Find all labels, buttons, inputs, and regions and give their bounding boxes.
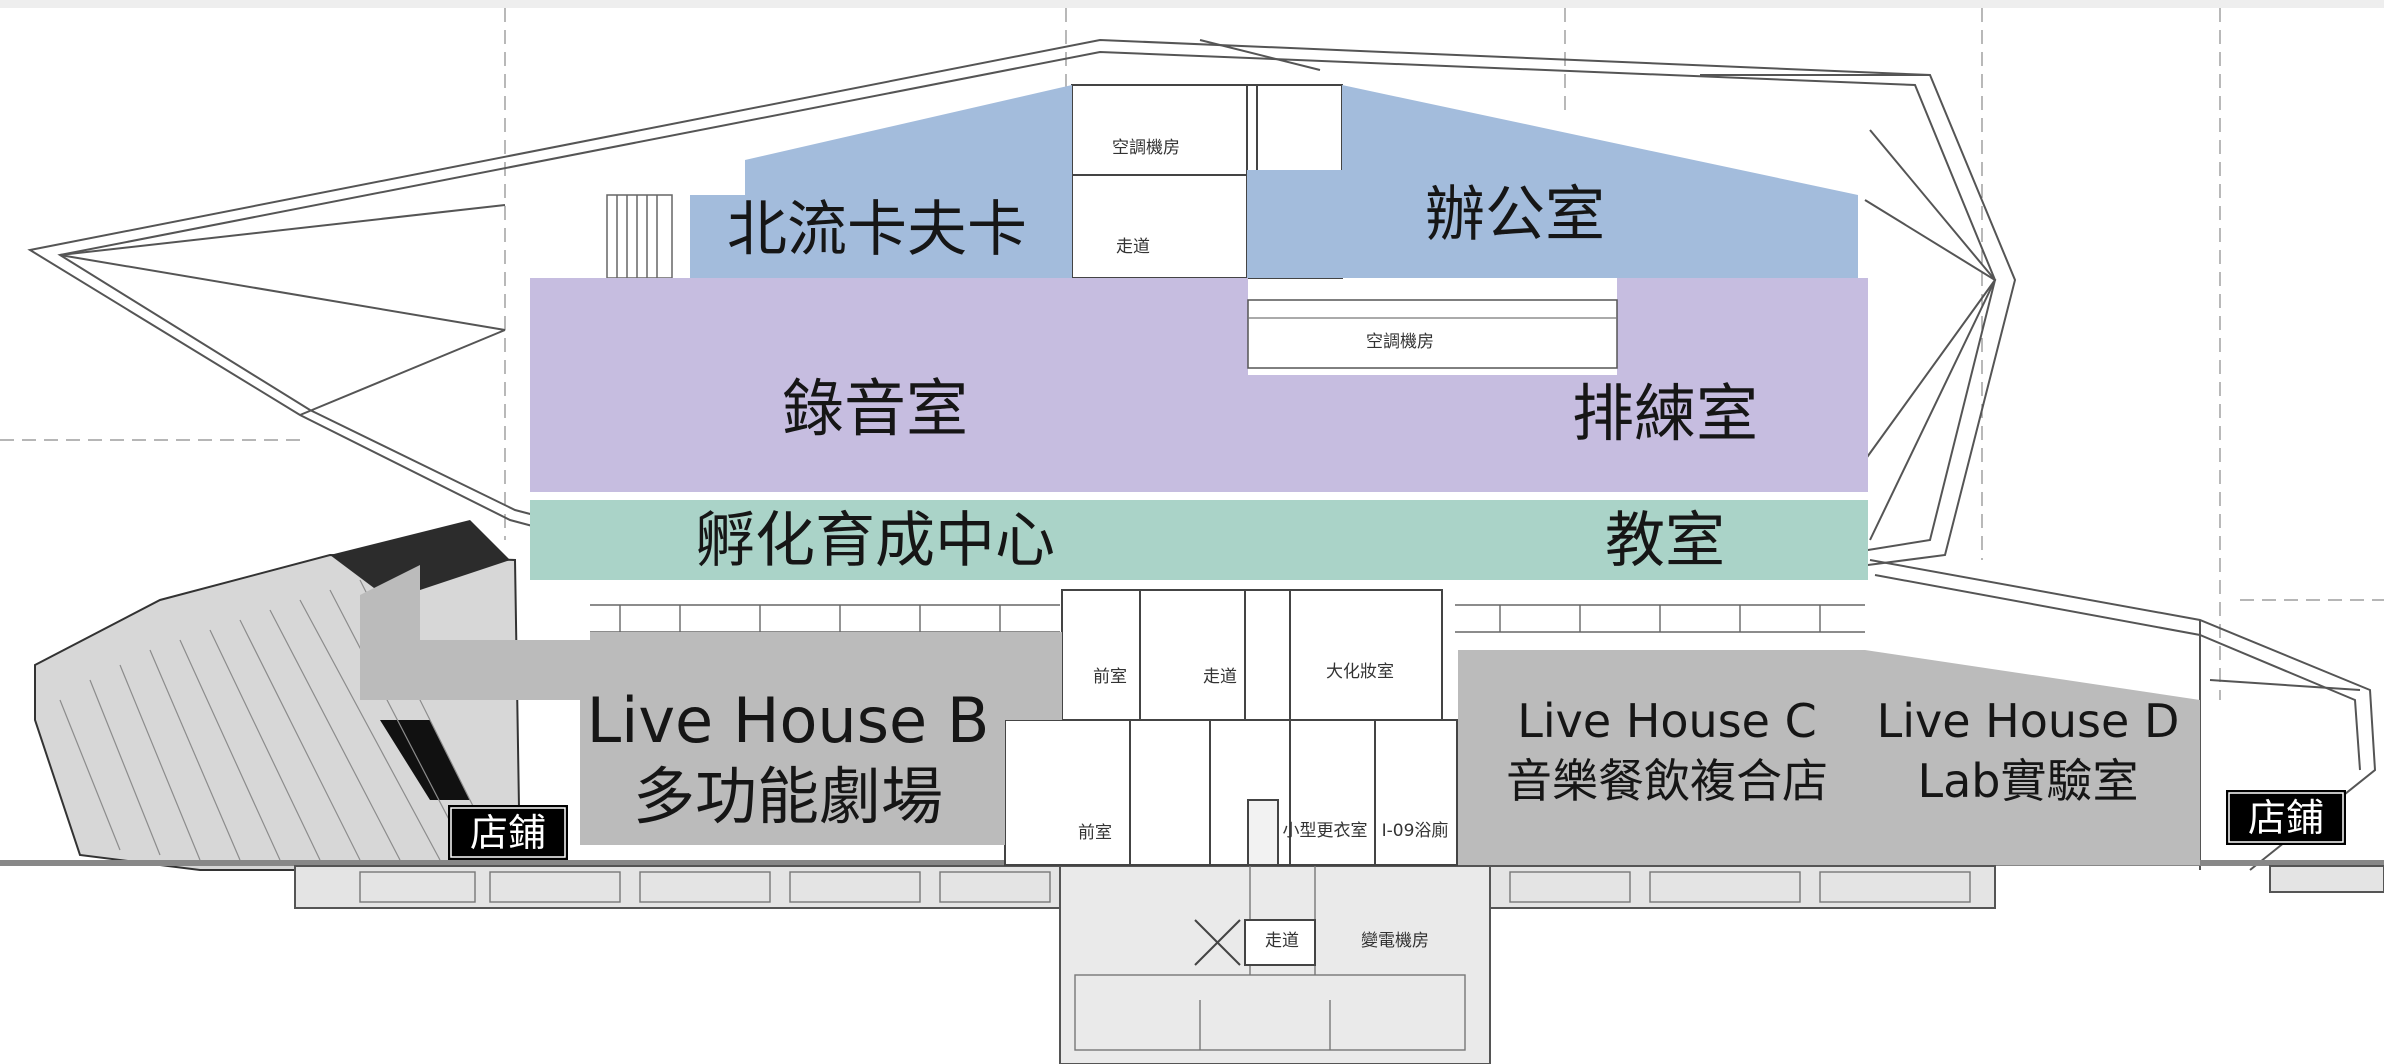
live-house-b-zone	[360, 565, 1062, 845]
shop-left-label: 店鋪	[470, 811, 546, 855]
north-flow-kafka-label: 北流卡夫卡	[727, 195, 1027, 265]
rehearsal-room-label: 排練室	[1572, 377, 1758, 450]
office-label: 辦公室	[1425, 180, 1605, 250]
shop-badge-left: 店鋪	[448, 805, 568, 860]
shop-badge-right: 店鋪	[2226, 790, 2346, 845]
large-makeup-room-label: 大化妝室	[1326, 662, 1394, 682]
live-house-b-title: Live House B	[587, 684, 990, 757]
small-dressing-room-label: 小型更衣室	[1283, 821, 1368, 841]
service-core	[1004, 589, 1458, 966]
stair-hatch	[606, 194, 673, 279]
anteroom-upper-label: 前室	[1093, 667, 1127, 687]
corridor-upper-label: 走道	[1203, 667, 1237, 687]
live-house-c-title: Live House C	[1517, 694, 1816, 748]
ac-room-mid-box	[1247, 299, 1618, 369]
classroom-label: 教室	[1605, 506, 1725, 576]
ground-and-foundation	[0, 860, 2384, 1064]
recording-room-label: 錄音室	[782, 372, 968, 445]
corridor-top-label: 走道	[1116, 237, 1150, 257]
anteroom-lower-label: 前室	[1078, 823, 1112, 843]
top-border-strip	[0, 0, 2384, 8]
north-flow-kafka-zone	[690, 85, 1072, 278]
live-house-c-subtitle: 音樂餐飲複合店	[1506, 754, 1828, 808]
incubator-floor-zone	[530, 500, 1868, 580]
incubation-center-label: 孵化育成中心	[695, 506, 1055, 576]
substation-room-label: 變電機房	[1361, 931, 1429, 951]
studio-floor-zone	[530, 278, 1868, 492]
office-zone	[1247, 85, 1858, 278]
live-house-d-title: Live House D	[1877, 694, 2180, 748]
ac-room-top-label: 空調機房	[1112, 138, 1180, 158]
ac-room-mid-label: 空調機房	[1366, 332, 1434, 352]
live-house-b-subtitle: 多功能劇場	[633, 760, 943, 833]
live-house-d-subtitle: Lab實驗室	[1917, 754, 2138, 808]
corridor-basement-label: 走道	[1265, 931, 1299, 951]
live-house-cd-zone	[1458, 650, 2200, 865]
shop-right-label: 店鋪	[2248, 796, 2324, 840]
shower-room-label: I-09浴廁	[1382, 820, 1449, 841]
